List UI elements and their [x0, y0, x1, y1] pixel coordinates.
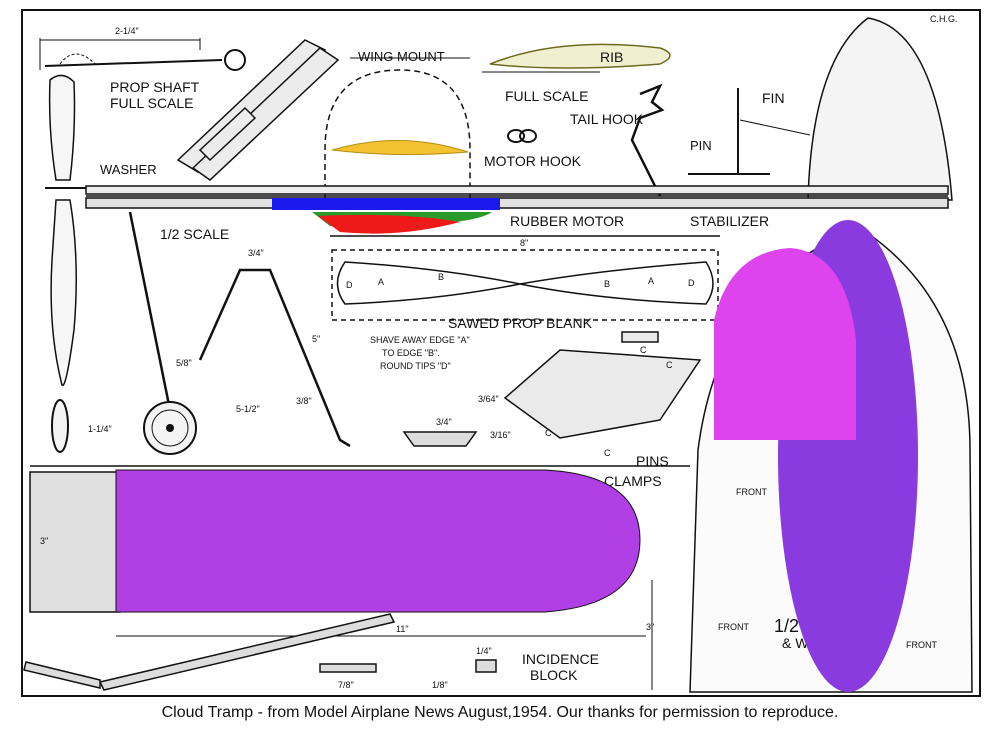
sawed-prop-blank	[330, 235, 720, 321]
label-pins: PINS	[636, 453, 669, 469]
dim-3-8: 3/8"	[296, 396, 312, 406]
dim-3-16: 3/16"	[490, 430, 511, 440]
shave-note-1: SHAVE AWAY EDGE "A"	[370, 335, 470, 345]
label-prop-shaft-1: PROP SHAFT	[110, 79, 200, 95]
dim-3-64: 3/64"	[478, 394, 499, 404]
label-prop-shaft-2: FULL SCALE	[110, 95, 194, 111]
clamp-letter-3: C	[640, 345, 647, 355]
propeller-front-view	[48, 74, 77, 386]
label-washer: WASHER	[100, 162, 157, 177]
dihedral-view	[23, 613, 396, 691]
label-front-1: FRONT	[736, 487, 767, 497]
prop-shaft-detail	[39, 38, 246, 71]
wing-mount-drawing	[176, 39, 340, 181]
label-half-w-2: & W	[782, 635, 809, 651]
clamp-letter-4: C	[666, 360, 673, 370]
clamp-assembly	[503, 331, 702, 439]
shave-note-2: TO EDGE "B".	[382, 348, 440, 358]
initials: C.H.G.	[930, 14, 958, 24]
dim-3-4-b: 3/4"	[436, 417, 452, 427]
label-front-3: FRONT	[906, 640, 937, 650]
prop-letter-a2: A	[648, 276, 654, 286]
label-front-2: FRONT	[718, 622, 749, 632]
dim-5-1-2: 5-1/2"	[236, 404, 260, 414]
label-incidence-1: INCIDENCE	[522, 651, 599, 667]
incidence-block-1	[319, 663, 377, 673]
label-fin: FIN	[762, 90, 785, 106]
prop-letter-d2: D	[688, 278, 695, 288]
clamp-letter-2: C	[604, 448, 611, 458]
landing-gear-wire	[128, 211, 351, 448]
wing-root-block	[29, 471, 121, 613]
dim-1-4: 1/4"	[476, 646, 492, 656]
dim-5-8: 5/8"	[176, 358, 192, 368]
wing-half-purple	[115, 469, 641, 613]
drawing-border	[21, 9, 981, 697]
wing-mount-red	[318, 214, 460, 234]
dim-7-8: 7/8"	[338, 680, 354, 690]
label-stabilizer: STABILIZER	[690, 213, 769, 229]
caption: Cloud Tramp - from Model Airplane News A…	[161, 704, 839, 721]
incidence-section	[402, 431, 478, 447]
airfoil-yellow	[331, 140, 469, 156]
label-tail-hook: TAIL HOOK	[570, 111, 644, 127]
prop-letter-b2: B	[604, 279, 610, 289]
wing-mount-blue-bar	[272, 198, 500, 210]
label-pin: PIN	[690, 138, 712, 153]
dim-8: 8"	[520, 238, 528, 248]
prop-letter-b1: B	[438, 272, 444, 282]
label-motor-hook: MOTOR HOOK	[484, 153, 582, 169]
motor-hook-drawing	[507, 129, 537, 143]
fuselage-side	[85, 185, 949, 209]
dim-1-8: 1/8"	[432, 680, 448, 690]
wheel-side	[51, 399, 69, 453]
label-half-scale: 1/2 SCALE	[160, 226, 229, 242]
dim-3-a: 3"	[40, 536, 48, 546]
label-wing-mount: WING MOUNT	[358, 49, 445, 64]
clamp-letter-1: C	[545, 428, 552, 438]
label-clamps: CLAMPS	[604, 473, 662, 489]
prop-letter-a1: A	[378, 277, 384, 287]
wing-mount-dashed	[324, 69, 471, 200]
dim-3-4-a: 3/4"	[248, 248, 264, 258]
label-rib: RIB	[600, 49, 623, 65]
dim-2-1-4: 2-1/4"	[115, 26, 139, 36]
label-half-w-1: 1/2	[774, 616, 799, 636]
dim-5: 5"	[312, 334, 320, 344]
dim-3-b: 3"	[646, 622, 654, 632]
dim-11: 11"	[396, 624, 409, 634]
incidence-block-2	[475, 659, 497, 673]
label-rubber-motor: RUBBER MOTOR	[510, 213, 624, 229]
tail-hook-drawing	[630, 83, 665, 197]
prop-letter-d1: D	[346, 280, 353, 290]
label-sawed-prop-blank: SAWED PROP BLANK	[448, 315, 593, 331]
label-full-scale: FULL SCALE	[505, 88, 589, 104]
shave-note-3: ROUND TIPS "D"	[380, 361, 451, 371]
fin-outline	[807, 17, 953, 201]
rib-outline	[489, 43, 671, 69]
fin-magenta	[714, 248, 856, 440]
dim-1-1-4: 1-1/4"	[88, 424, 112, 434]
label-incidence-2: BLOCK	[530, 667, 578, 683]
